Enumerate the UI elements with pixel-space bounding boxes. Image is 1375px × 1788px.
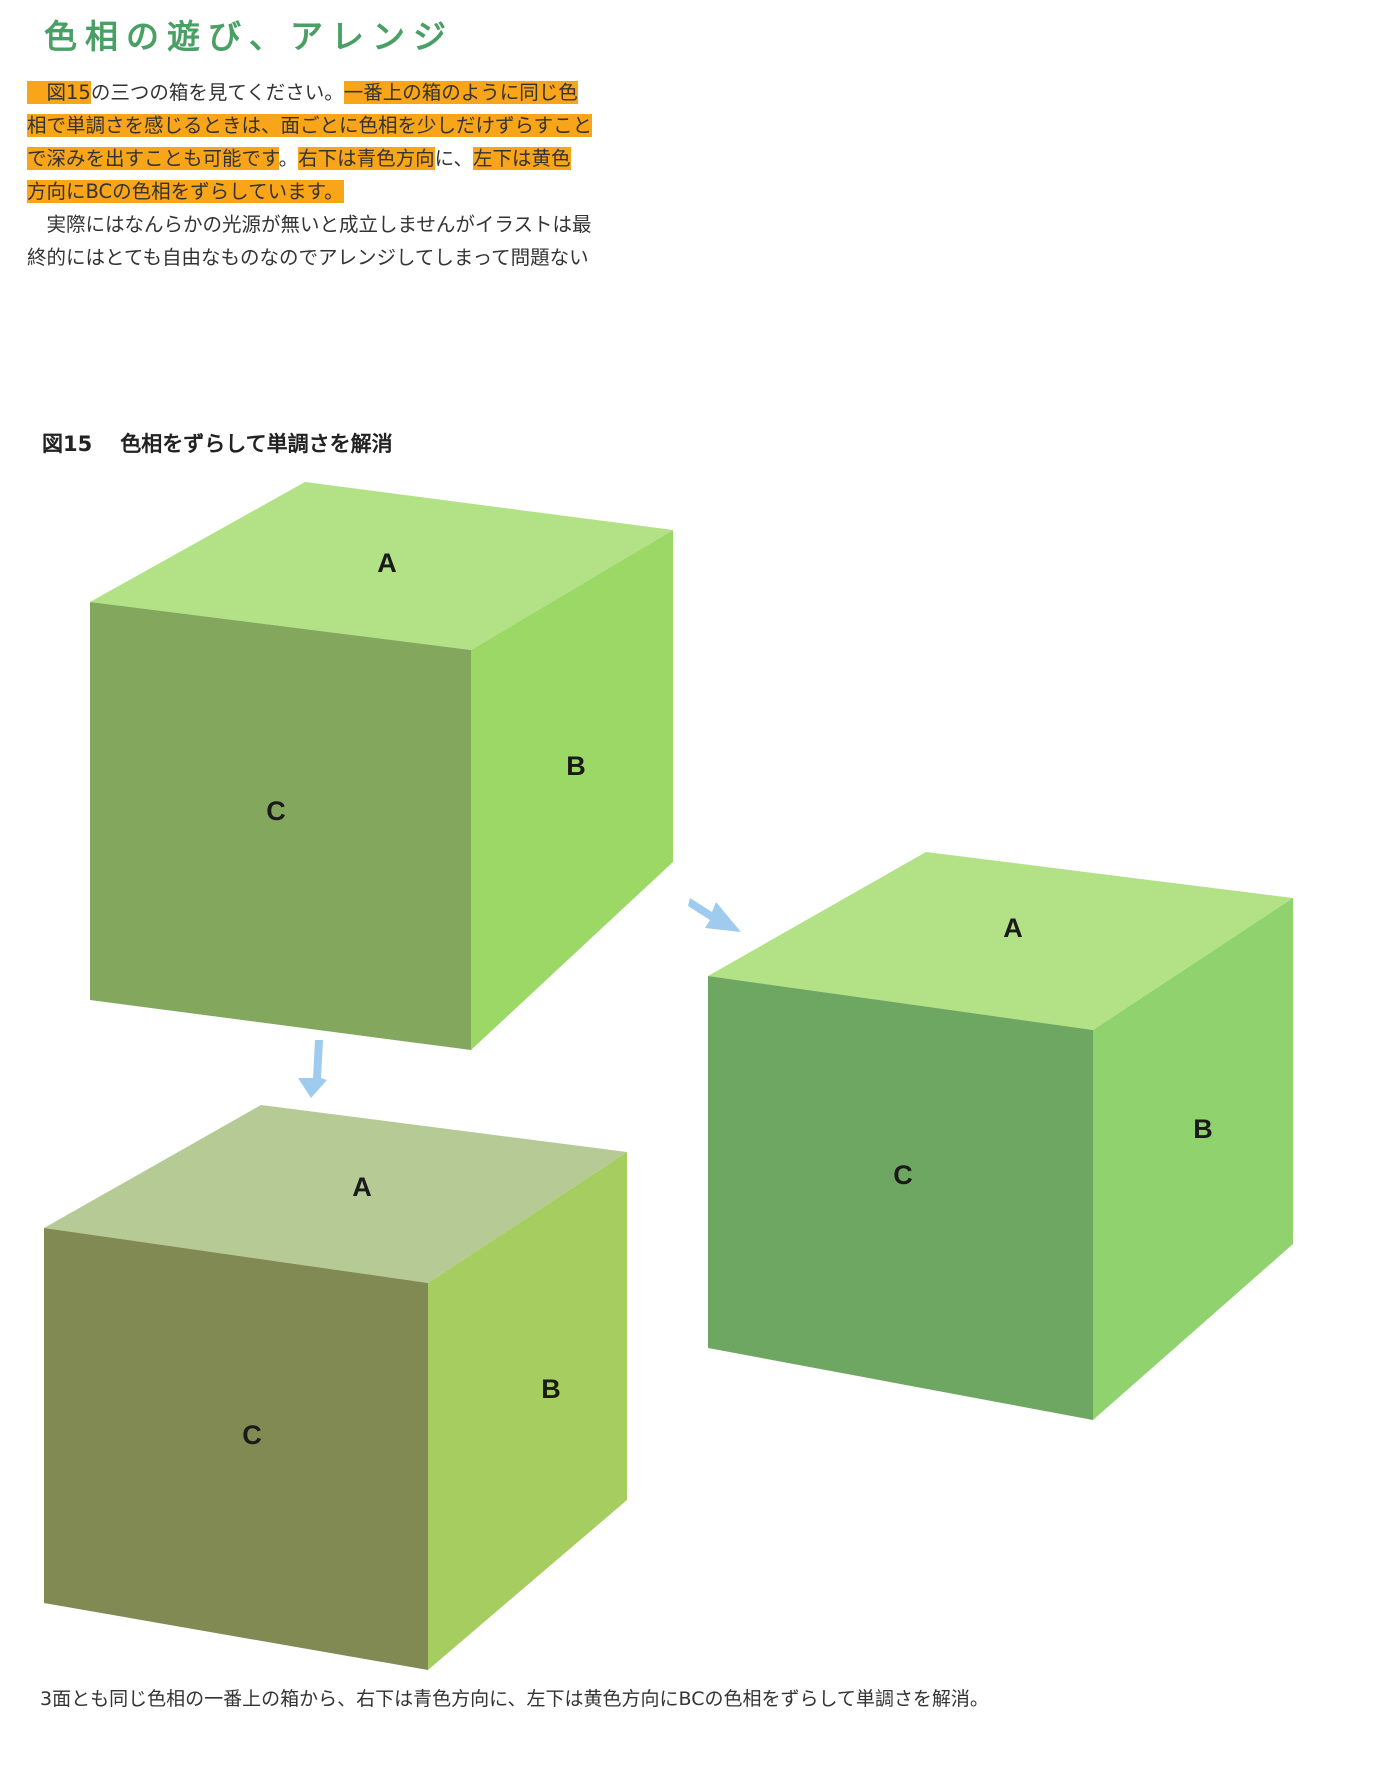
cube-bottom-left-label-a: A [352,1172,372,1202]
cube-bottom-right-label-b: B [1193,1114,1213,1144]
para-line-1: 図15の三つの箱を見てください。一番上の箱のように同じ色 [27,76,667,109]
bottom-caption: 3面とも同じ色相の一番上の箱から、右下は青色方向に、左下は黄色方向にBCの色相を… [40,1688,989,1710]
cube-top-face-c [90,602,471,1050]
highlight: で深みを出すことも可能です [27,147,279,170]
highlight: 相で単調さを感じるときは、面ごとに色相を少しだけずらすこと [27,114,593,137]
cube-bottom-right-face-c [708,976,1093,1420]
cube-top: A B C [90,482,673,1050]
highlight: 図15 [27,81,91,104]
arrow-down-right-icon [688,898,741,932]
cube-bottom-left-face-a [44,1105,627,1283]
cube-top-label-a: A [377,548,397,578]
cube-top-label-c: C [266,796,286,826]
para-line-3: で深みを出すことも可能です。右下は青色方向に、左下は黄色 [27,142,667,175]
cube-top-face-b [471,530,673,1050]
cube-bottom-left-label-b: B [541,1374,561,1404]
cube-bottom-right-face-b [1093,898,1293,1420]
cube-bottom-right-label-c: C [893,1160,913,1190]
cube-bottom-left: A B C [44,1105,627,1670]
cube-bottom-right: A B C [708,852,1293,1420]
cube-top-face-a [90,482,673,650]
fig-ref: 図15 [46,81,91,104]
highlight: 方向にBCの色相をずらしています。 [27,180,344,203]
para-line-6: 終的にはとても自由なものなのでアレンジしてしまって問題ない [27,246,589,269]
text-run: の三つの箱を見てください。 [90,81,344,104]
cube-bottom-left-label-c: C [242,1420,262,1450]
cube-bottom-right-label-a: A [1003,913,1023,943]
cube-bottom-left-face-c [44,1228,428,1670]
highlight: 右下は青色方向 [298,147,435,170]
figure-number: 図15 [42,432,93,456]
para-line-5: 実際にはなんらかの光源が無いと成立しませんがイラストは最 [27,213,592,236]
section-title: 色相の遊び、アレンジ [44,17,454,56]
cube-bottom-right-face-a [708,852,1293,1030]
body-paragraph: 図15の三つの箱を見てください。一番上の箱のように同じ色 相で単調さを感じるとき… [27,76,667,274]
highlight: 左下は黄色 [473,147,571,170]
highlight: 一番上の箱のように同じ色 [343,81,578,104]
cube-top-label-b: B [566,751,586,781]
figure-caption: 図15 色相をずらして単調さを解消 [42,428,393,458]
figure-title: 色相をずらして単調さを解消 [120,432,393,456]
para-line-2: 相で単調さを感じるときは、面ごとに色相を少しだけずらすこと [27,109,667,142]
cube-bottom-left-face-b [428,1152,627,1670]
para-line-4: 方向にBCの色相をずらしています。 [27,175,667,208]
text-run: に、 [434,147,474,170]
text-run: 。 [278,147,299,170]
arrow-down-icon [298,1040,327,1098]
